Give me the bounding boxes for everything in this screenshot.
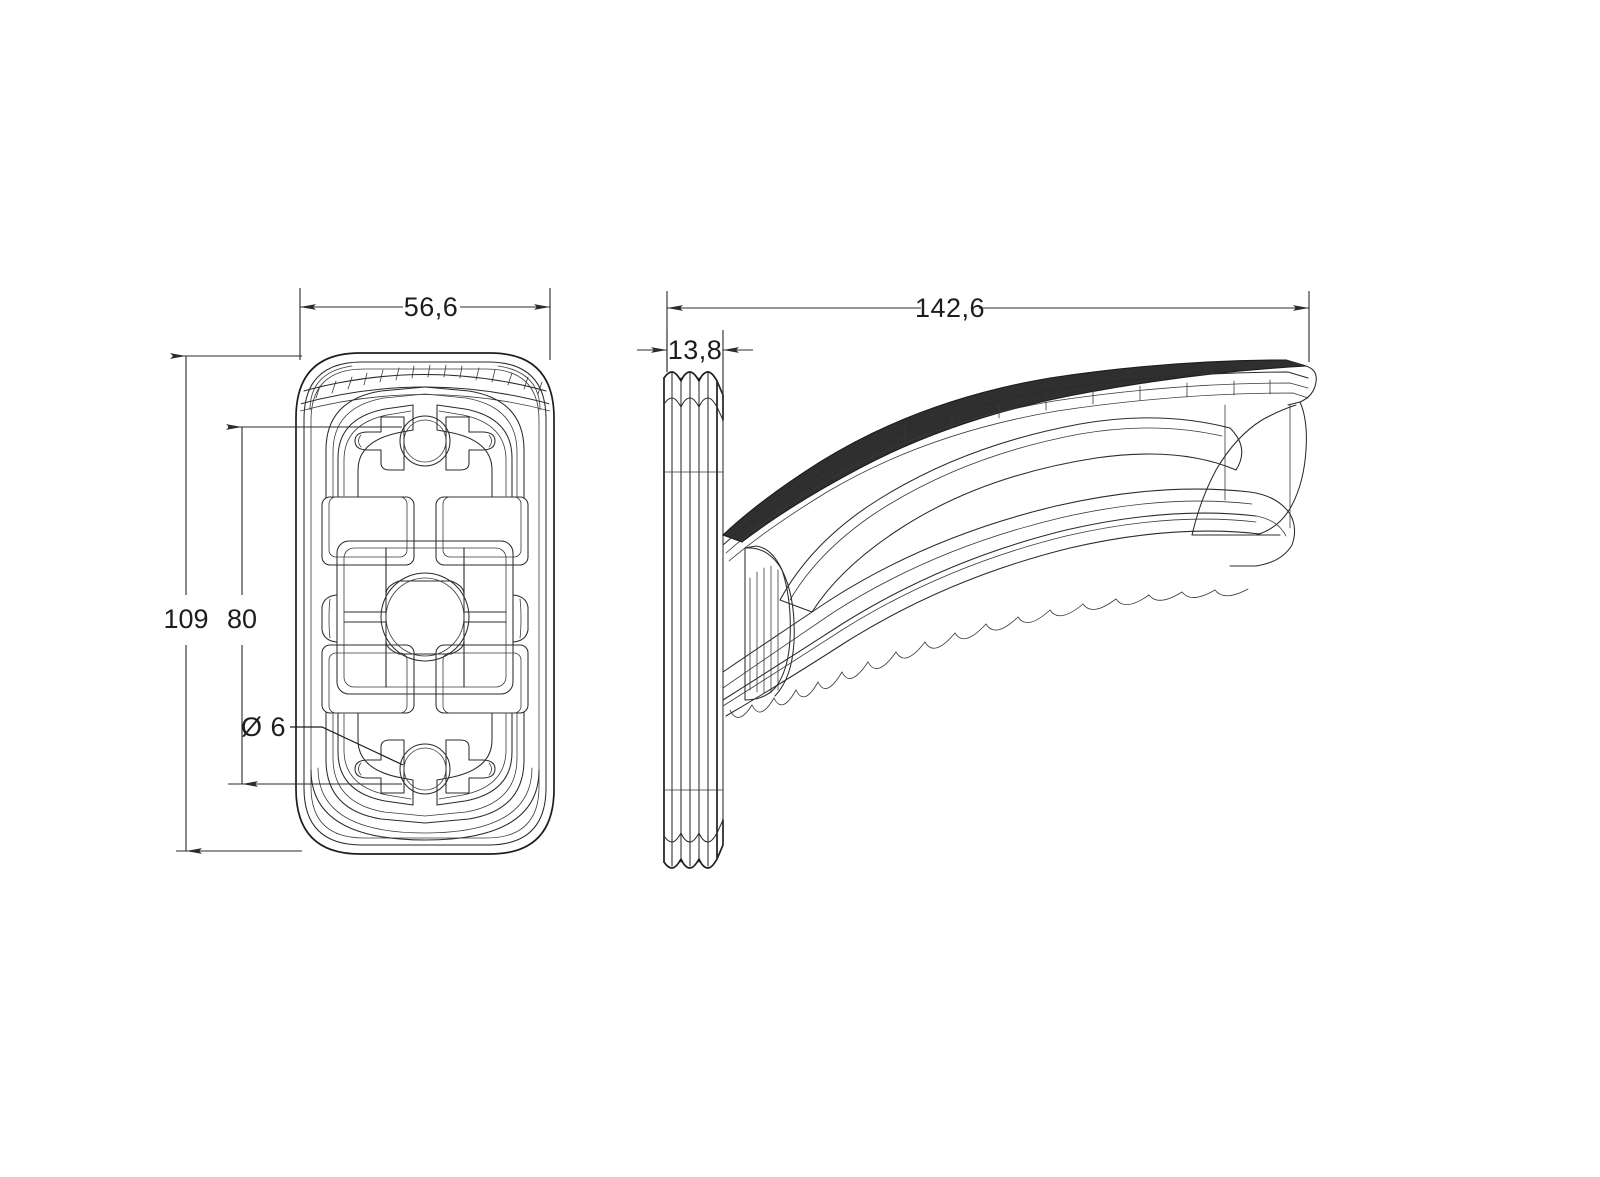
dimension-80-group: 80 xyxy=(226,424,402,787)
bottom-arc-1 xyxy=(310,769,540,841)
bottom-cross-left-arm xyxy=(354,739,405,794)
rib-corner-left xyxy=(309,365,353,411)
side-arm-body xyxy=(721,359,1317,718)
rib-band-top-edge xyxy=(300,374,550,393)
bottom-arc-2 xyxy=(317,767,533,834)
arm-cap-ticks xyxy=(904,379,1271,443)
arm-inner-cavity-hi xyxy=(789,427,1223,601)
bottom-pocket-right-lower xyxy=(436,712,513,806)
center-hole-outer xyxy=(380,572,470,662)
dimension-80-text: 80 xyxy=(227,604,257,634)
arm-cap-underline-3 xyxy=(728,392,1309,562)
center-rib-top xyxy=(385,547,465,595)
leader-diameter-6 xyxy=(290,726,404,766)
top-pocket-left-lower-inner xyxy=(328,496,408,558)
arm-underside-bead-row xyxy=(722,512,1261,718)
dimension-142-6-group: 142,6 xyxy=(666,291,1310,372)
arm-tip-bottom-closure xyxy=(1229,491,1296,567)
arm-inner-cavity xyxy=(779,417,1243,613)
front-outer-contour xyxy=(295,352,555,855)
center-tab-right xyxy=(512,594,529,643)
front-inner-offset-1 xyxy=(303,361,547,846)
top-pocket-right-upper-inner xyxy=(438,410,507,497)
top-cross-right-arm xyxy=(445,416,496,471)
rib-band-ticks xyxy=(315,364,543,399)
top-arch-outer-2 xyxy=(332,393,518,497)
bottom-hole-outer xyxy=(399,743,451,795)
arm-lower-outline-2 xyxy=(722,500,1253,689)
dimension-13-8-text: 13,8 xyxy=(668,335,723,365)
center-tab-left-inner xyxy=(328,598,331,639)
bottom-cross-right-arm xyxy=(445,739,496,794)
arm-lower-outline-1 xyxy=(722,488,1251,673)
top-pocket-left-upper xyxy=(337,404,414,498)
side-mounting-plate xyxy=(663,371,724,869)
rib-corner-right xyxy=(497,365,541,411)
plate-top-serration xyxy=(663,371,724,421)
arm-cap-underline-2 xyxy=(725,382,1309,554)
center-frame-outer xyxy=(336,540,514,695)
top-hole-outer xyxy=(399,415,451,467)
bead-row-top-edge xyxy=(722,512,1257,701)
dimension-56-6-text: 56,6 xyxy=(404,292,459,322)
plate-top-serration-2 xyxy=(663,397,724,421)
dimension-109-group: 109 xyxy=(163,353,302,854)
plate-bottom-serration-2 xyxy=(663,819,724,843)
rib-block-outline xyxy=(744,545,791,701)
bead-row-scallops xyxy=(729,588,1249,718)
bead-row-bottom-edge xyxy=(725,530,1261,717)
top-cross-left-arm xyxy=(354,416,405,471)
dimension-13-8-group: 13,8 xyxy=(637,330,753,400)
dimension-142-6-text: 142,6 xyxy=(915,293,985,323)
top-cross-right-cap xyxy=(488,434,492,448)
bottom-pocket-left-lower xyxy=(337,712,414,806)
arm-rib-louvre-block xyxy=(744,545,795,701)
front-inner-offset-2 xyxy=(310,368,540,839)
front-view-geometry xyxy=(295,352,555,855)
top-pocket-left-upper-inner xyxy=(343,410,412,497)
dimension-109-text: 109 xyxy=(163,604,208,634)
top-pocket-right-upper xyxy=(436,404,513,498)
bottom-hole-inner xyxy=(403,747,447,791)
center-tab-left xyxy=(321,594,338,643)
bottom-cross-right-cap xyxy=(488,762,492,776)
rib-block-bars xyxy=(749,565,779,694)
arm-tip-bottom-hi xyxy=(1255,515,1287,537)
side-view-geometry xyxy=(663,359,1317,869)
arm-tip-right-profile xyxy=(1255,401,1307,536)
dimension-diameter-6-text: Ø 6 xyxy=(241,712,286,742)
arm-cap-underline-1 xyxy=(722,371,1309,546)
top-pocket-right-lower-inner xyxy=(442,496,522,558)
rib-block-curve xyxy=(744,547,795,697)
bead-row-mid-edge xyxy=(722,518,1257,707)
bottom-cross-left-cap xyxy=(358,762,362,776)
front-top-rib-band xyxy=(300,364,550,412)
bottom-pocket-left-upper-inner xyxy=(328,652,408,714)
top-boss-cross xyxy=(354,415,496,471)
bottom-boss-cross xyxy=(354,739,496,795)
center-frame-inner xyxy=(343,547,507,688)
dimension-diameter-6-group: Ø 6 xyxy=(241,712,404,766)
plate-right-chamfer xyxy=(716,380,724,859)
bottom-arch-outer-2 xyxy=(332,713,518,817)
top-arch-outer xyxy=(325,386,525,499)
front-top-pocket-group xyxy=(321,386,529,566)
bottom-pocket-right-upper-inner xyxy=(442,652,522,714)
arm-top-dark-cap xyxy=(721,359,1307,543)
arm-tip-inner-wedge xyxy=(1191,404,1297,536)
top-hole-inner xyxy=(403,419,447,463)
bottom-pocket-left-lower-inner xyxy=(343,713,412,800)
center-hole-inner xyxy=(385,577,465,657)
dimension-56-6-group: 56,6 xyxy=(299,288,551,360)
center-tab-right-inner xyxy=(519,598,522,639)
bottom-pocket-right-lower-inner xyxy=(438,713,507,800)
front-bottom-arc-band xyxy=(310,767,540,841)
arm-tip-cap-end xyxy=(1285,359,1317,406)
rib-band-lower-edge xyxy=(300,394,550,412)
plate-bottom-serration xyxy=(663,819,724,869)
top-cross-left-cap xyxy=(358,434,362,448)
